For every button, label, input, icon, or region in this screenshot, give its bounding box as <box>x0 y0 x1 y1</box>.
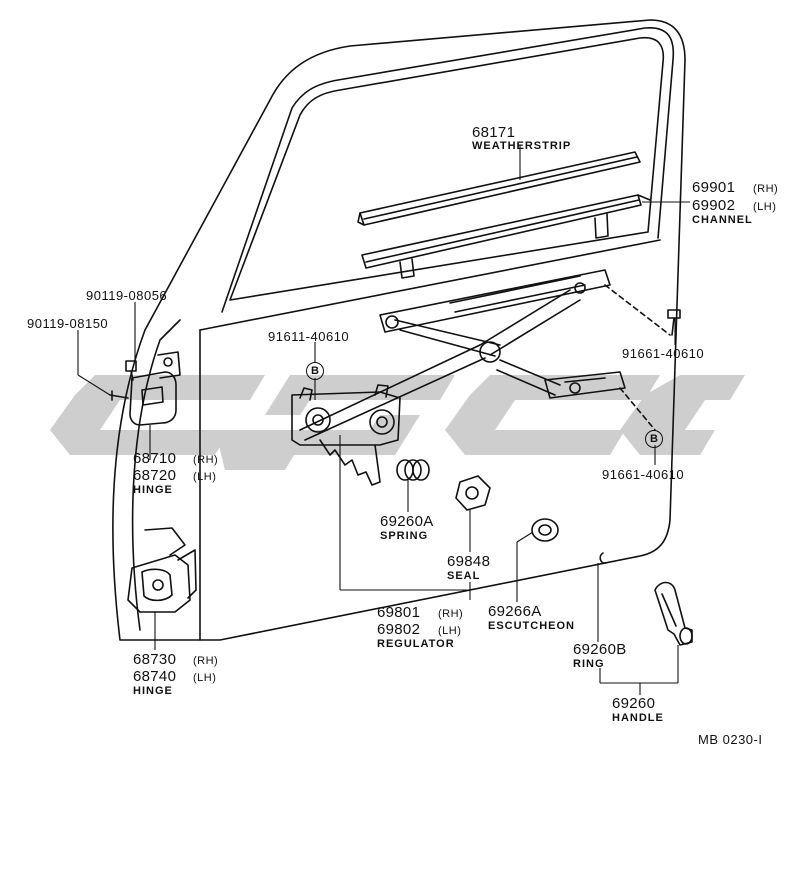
regulator-number-rh: 69801 <box>377 604 421 621</box>
seal-part <box>455 475 491 511</box>
bolt-right-lower-number: 91661-40610 <box>602 467 685 482</box>
bolt-upper-left-number: 90119-08056 <box>86 288 168 303</box>
spring-number: 69260A <box>380 513 434 530</box>
regulator-side-lh: (LH) <box>438 625 462 637</box>
bolt-right-upper-number: 91661-40610 <box>622 346 705 361</box>
regulator-number-lh: 69802 <box>377 621 421 638</box>
channel-name: CHANNEL <box>692 214 753 226</box>
upper-hinge-side-lh: (LH) <box>193 471 217 483</box>
escutcheon-name: ESCUTCHEON <box>488 620 576 632</box>
ring-part <box>599 552 607 564</box>
lower-hinge-part <box>127 527 197 613</box>
channel-side-rh: (RH) <box>753 183 779 195</box>
upper-hinge-side-rh: (RH) <box>193 454 219 466</box>
channel-number-rh: 69901 <box>692 179 736 196</box>
lower-hinge-side-rh: (RH) <box>193 655 219 667</box>
ring-name: RING <box>573 658 605 670</box>
channel-part <box>361 194 651 279</box>
lower-hinge-number-rh: 68730 <box>133 651 177 668</box>
regulator-name: REGULATOR <box>377 638 455 650</box>
window-frame <box>221 27 675 313</box>
upper-hinge-name: HINGE <box>133 484 173 496</box>
lower-hinge-name: HINGE <box>133 685 173 697</box>
seal-name: SEAL <box>447 570 481 582</box>
handle-number: 69260 <box>612 695 656 712</box>
seal-number: 69848 <box>447 553 491 570</box>
leader-lines <box>77 145 690 695</box>
handle-part <box>654 581 693 646</box>
bolt-parts <box>109 309 681 401</box>
handle-name: HANDLE <box>612 712 664 724</box>
channel-number-lh: 69902 <box>692 197 736 214</box>
spring-part <box>396 459 430 481</box>
diagram-code: MB 0230-I <box>698 732 763 747</box>
upper-hinge-number-lh: 68720 <box>133 467 177 484</box>
bolt-left-number: 90119-08150 <box>27 316 109 331</box>
spring-name: SPRING <box>380 530 429 542</box>
regulator-side-rh: (RH) <box>438 608 464 620</box>
weatherstrip-part <box>357 151 641 226</box>
lower-hinge-number-lh: 68740 <box>133 668 177 685</box>
bolt-marker-regulator: B <box>306 362 324 380</box>
upper-hinge-number-rh: 68710 <box>133 450 177 467</box>
bolt-marker-right: B <box>645 430 663 448</box>
door-outline <box>112 19 686 641</box>
escutcheon-number: 69266A <box>488 603 542 620</box>
upper-hinge-part <box>129 351 181 426</box>
bolt-regulator-number: 91611-40610 <box>268 329 350 344</box>
ring-number: 69260B <box>573 641 627 658</box>
weatherstrip-name: WEATHERSTRIP <box>472 140 572 152</box>
channel-side-lh: (LH) <box>753 201 777 213</box>
weatherstrip-number: 68171 <box>472 124 516 141</box>
lower-hinge-side-lh: (LH) <box>193 672 217 684</box>
regulator-part <box>291 269 626 486</box>
escutcheon-part <box>531 518 559 542</box>
